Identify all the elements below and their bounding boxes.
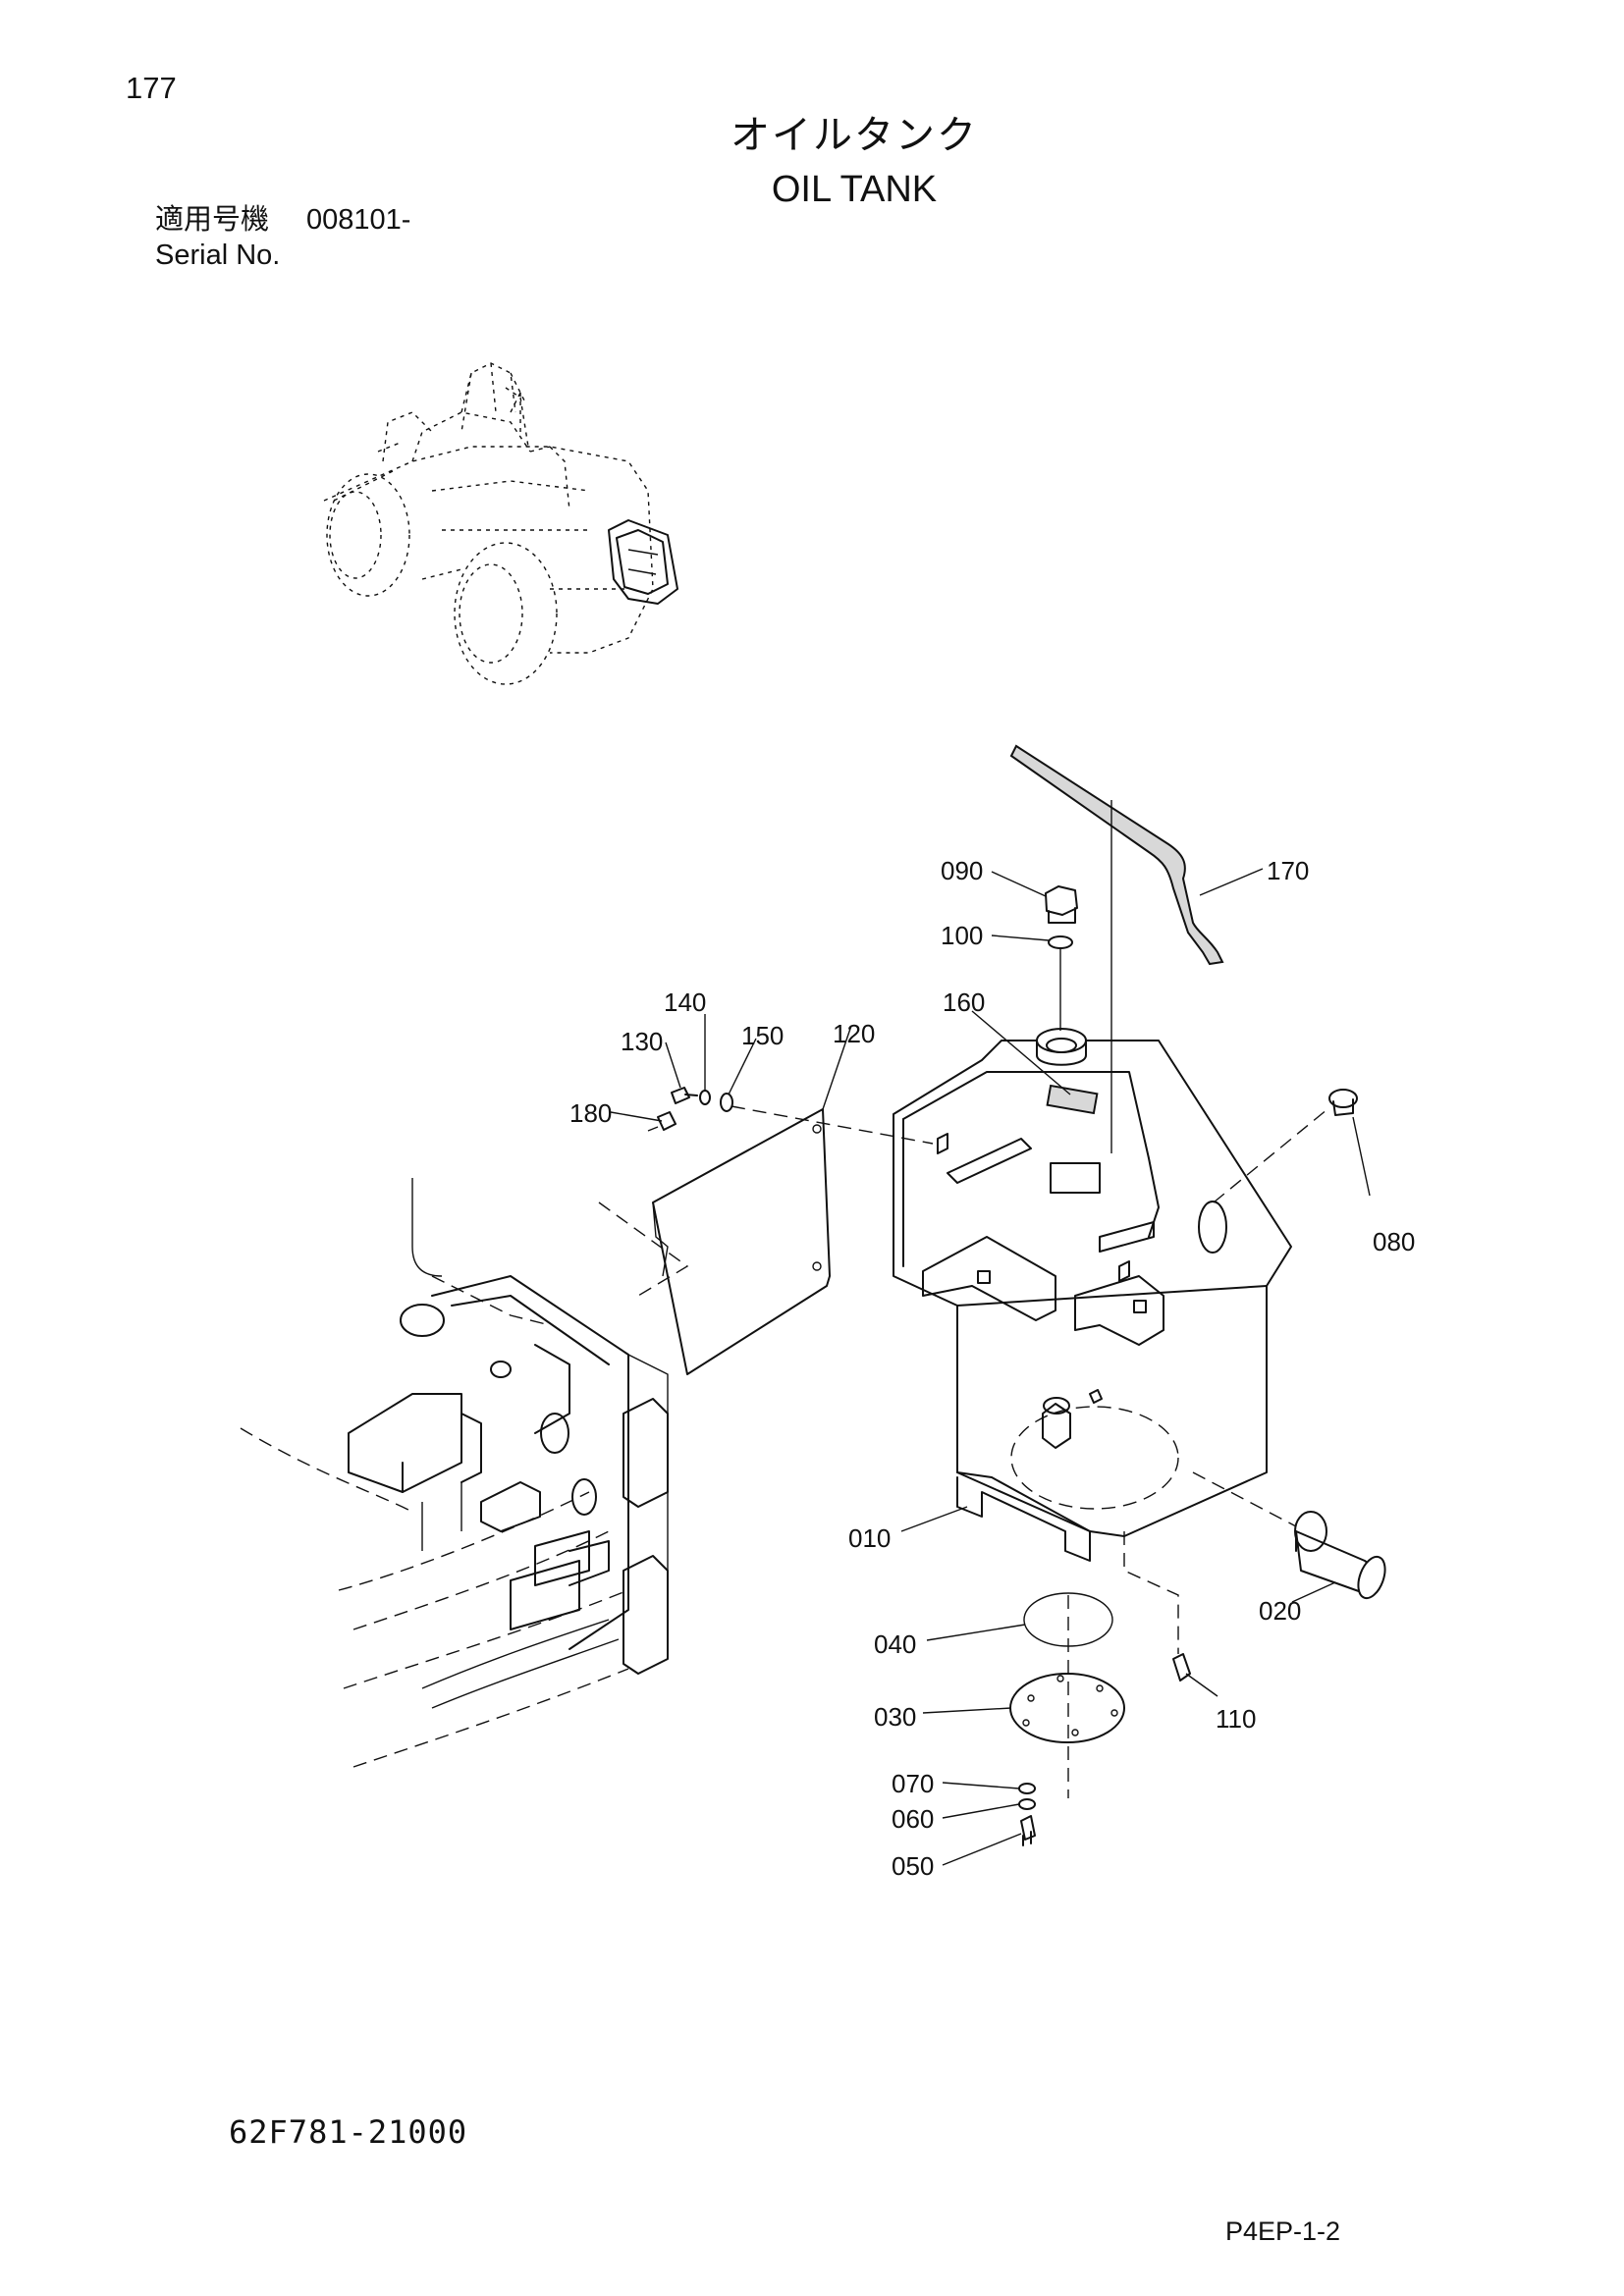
chassis-frame — [240, 1178, 669, 1768]
filter-020 — [1192, 1471, 1386, 1600]
callout-170: 170 — [1267, 856, 1309, 885]
fitting-080 — [1213, 1089, 1358, 1203]
callout-090: 090 — [941, 856, 983, 885]
leader-lines — [610, 868, 1371, 1866]
callout-labels: 090 100 170 160 140 130 150 120 180 080 … — [569, 856, 1415, 1881]
drawing-code: 62F781-21000 — [229, 2113, 468, 2151]
callout-040: 040 — [874, 1629, 916, 1659]
callout-080: 080 — [1373, 1227, 1415, 1256]
page-reference: P4EP-1-2 — [1225, 2216, 1341, 2246]
page-number: 177 — [126, 71, 177, 105]
serial-label-english: Serial No. — [155, 240, 281, 271]
serial-number-value: 008101- — [306, 204, 411, 236]
callout-140: 140 — [664, 988, 706, 1017]
callout-100: 100 — [941, 921, 983, 950]
oil-tank-010 — [893, 1028, 1292, 1562]
callout-120: 120 — [833, 1019, 875, 1048]
callout-150: 150 — [741, 1021, 784, 1050]
title-english: OIL TANK — [771, 169, 938, 210]
callout-110: 110 — [1216, 1704, 1256, 1734]
bolts-and-washers — [647, 1087, 934, 1145]
title-japanese: オイルタンク — [731, 114, 978, 157]
strap-170 — [1009, 744, 1224, 1153]
machine-location-thumbnail — [323, 362, 678, 685]
callout-020: 020 — [1259, 1596, 1301, 1626]
callout-070: 070 — [892, 1769, 934, 1798]
callout-160: 160 — [943, 988, 985, 1017]
callout-060: 060 — [892, 1804, 934, 1834]
callout-050: 050 — [892, 1851, 934, 1881]
callout-180: 180 — [569, 1098, 612, 1128]
callout-030: 030 — [874, 1702, 916, 1732]
callout-010: 010 — [848, 1523, 891, 1553]
bottom-cover-parts — [1009, 1531, 1191, 1846]
callout-130: 130 — [621, 1027, 663, 1056]
cover-plate-120 — [598, 1108, 831, 1375]
filler-cap-090 — [1045, 885, 1078, 1031]
serial-label-japanese: 適用号機 — [155, 204, 270, 236]
